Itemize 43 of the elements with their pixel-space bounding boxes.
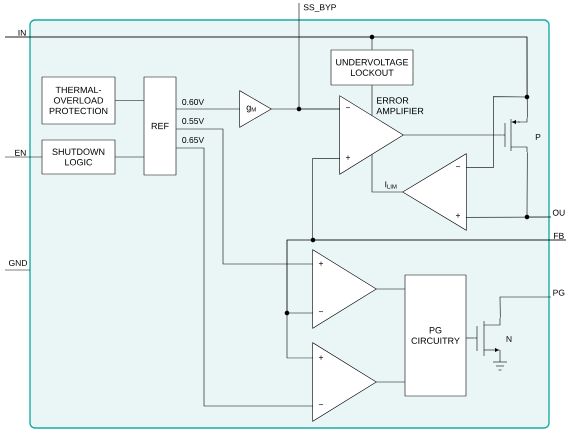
pin-label: SS_BYP [304, 4, 336, 12]
wire [4, 36, 528, 168]
wire [466, 216, 552, 218]
function-block: REF [144, 76, 176, 176]
amplifier-symbol [402, 153, 467, 231]
device-label: P [536, 134, 540, 140]
pin-label: OU [552, 210, 565, 216]
polarity-sign: + [456, 214, 460, 218]
device-label: N [506, 336, 512, 342]
wire [286, 240, 566, 358]
amplifier-label: ERROR AMPLIFIER [376, 97, 424, 114]
wire [4, 156, 42, 158]
polarity-sign: + [346, 156, 350, 160]
wire [176, 108, 240, 110]
wire [500, 296, 552, 318]
wire [403, 134, 503, 136]
wire [372, 154, 403, 192]
wire [176, 128, 313, 264]
pin-label: EN [15, 150, 26, 156]
amplifier-symbol [312, 342, 377, 422]
function-block: UNDERVOLTAGE LOCKOUT [330, 50, 414, 86]
function-block: SHUTDOWN LOGIC [42, 140, 116, 174]
pin-label: FB [554, 232, 564, 239]
polarity-sign: − [346, 107, 350, 108]
wire [376, 288, 405, 290]
wire [176, 148, 313, 406]
transistor-drawing [474, 318, 508, 370]
pin-label: IN [18, 30, 26, 36]
amplifier-symbol [312, 249, 377, 329]
wire [115, 100, 144, 101]
polarity-sign: − [456, 166, 460, 168]
pin-label: PG [553, 290, 564, 296]
function-block: PG CIRCUITRY [404, 274, 466, 396]
wire [115, 156, 144, 158]
pin-label: GND [8, 260, 28, 266]
polarity-sign: + [318, 262, 324, 266]
polarity-sign: − [318, 311, 324, 312]
polarity-sign: − [318, 404, 324, 406]
polarity-sign: + [318, 356, 324, 360]
current-limit-label: I$_{LIM}$ [385, 181, 396, 189]
function-block: THERMAL-OVERLOAD PROTECTION [42, 76, 116, 124]
transistor-drawing [502, 118, 528, 152]
wire [298, 2, 340, 110]
